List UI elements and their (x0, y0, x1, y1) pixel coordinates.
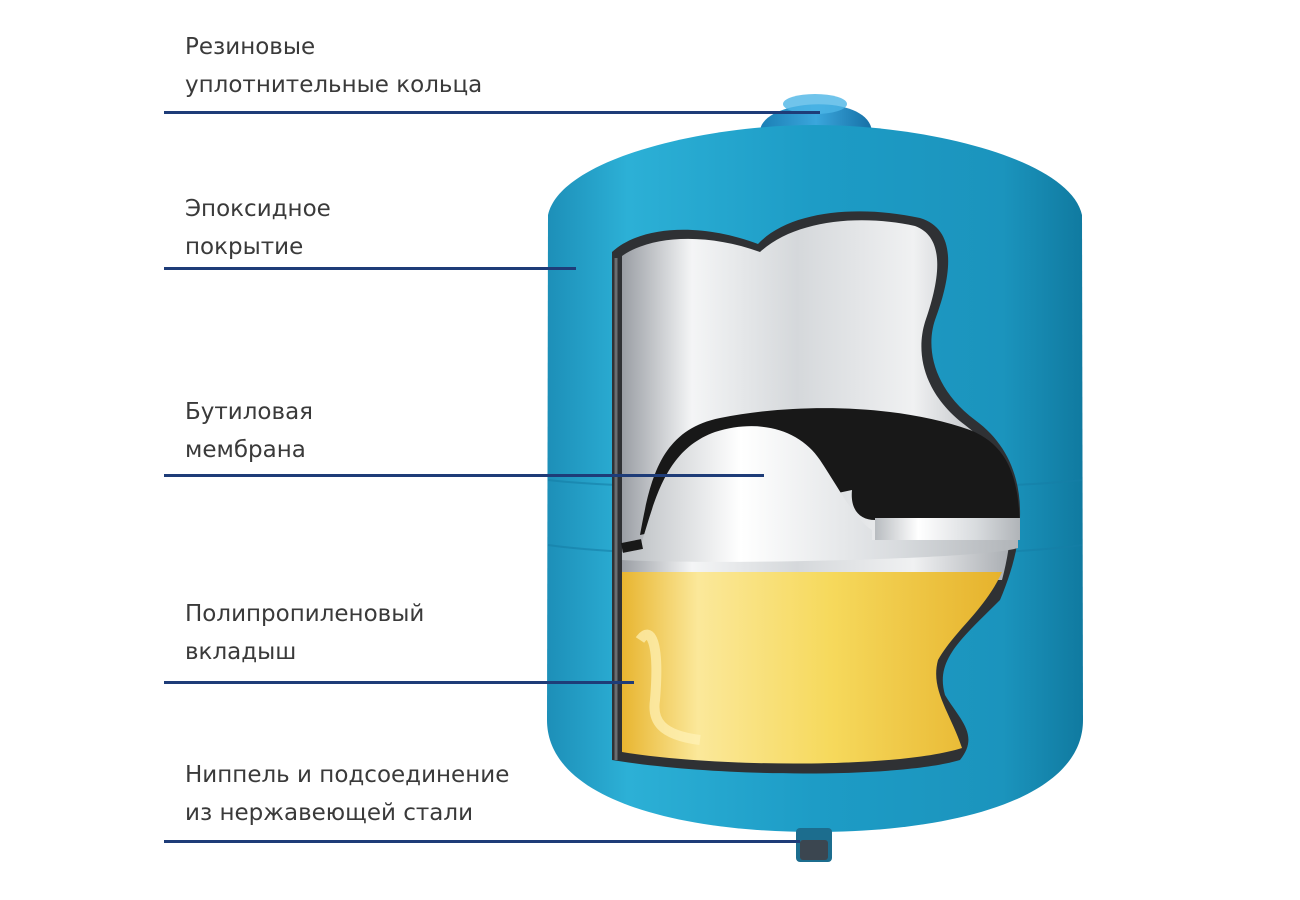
label-line: Резиновые (185, 34, 316, 60)
leader-line-epoxy-coating (164, 267, 576, 270)
butyl-membrane-silver (622, 426, 1018, 562)
label-pp-liner: Полипропиленовый вкладыш (185, 595, 424, 671)
leader-line-pp-liner (164, 681, 634, 684)
liner-inner-lip (635, 629, 701, 745)
label-nipple: Ниппель и подсоединение из нержавеющей с… (185, 756, 509, 832)
label-line: Полипропиленовый (185, 601, 425, 627)
label-butyl-membrane: Бутиловая мембрана (185, 393, 313, 469)
label-line: Эпоксидное (185, 196, 331, 222)
label-line: покрытие (185, 234, 304, 260)
leader-line-butyl-membrane (164, 474, 764, 477)
tank-top-fitting-highlight (783, 94, 847, 114)
label-line: Ниппель и подсоединение (185, 762, 510, 788)
polypropylene-liner (622, 572, 1002, 764)
label-line: уплотнительные кольца (185, 72, 483, 98)
bottom-nipple-thread (800, 840, 828, 860)
label-line: вкладыш (185, 639, 297, 665)
leader-line-nipple (164, 840, 800, 843)
membrane-base-edge (621, 539, 643, 553)
label-rubber-rings: Резиновые уплотнительные кольца (185, 28, 482, 104)
membrane-flange (875, 518, 1020, 540)
label-epoxy-coating: Эпоксидное покрытие (185, 190, 331, 266)
label-line: Бутиловая (185, 399, 313, 425)
leader-line-rubber-rings (164, 111, 820, 114)
label-line: из нержавеющей стали (185, 800, 474, 826)
label-line: мембрана (185, 437, 306, 463)
